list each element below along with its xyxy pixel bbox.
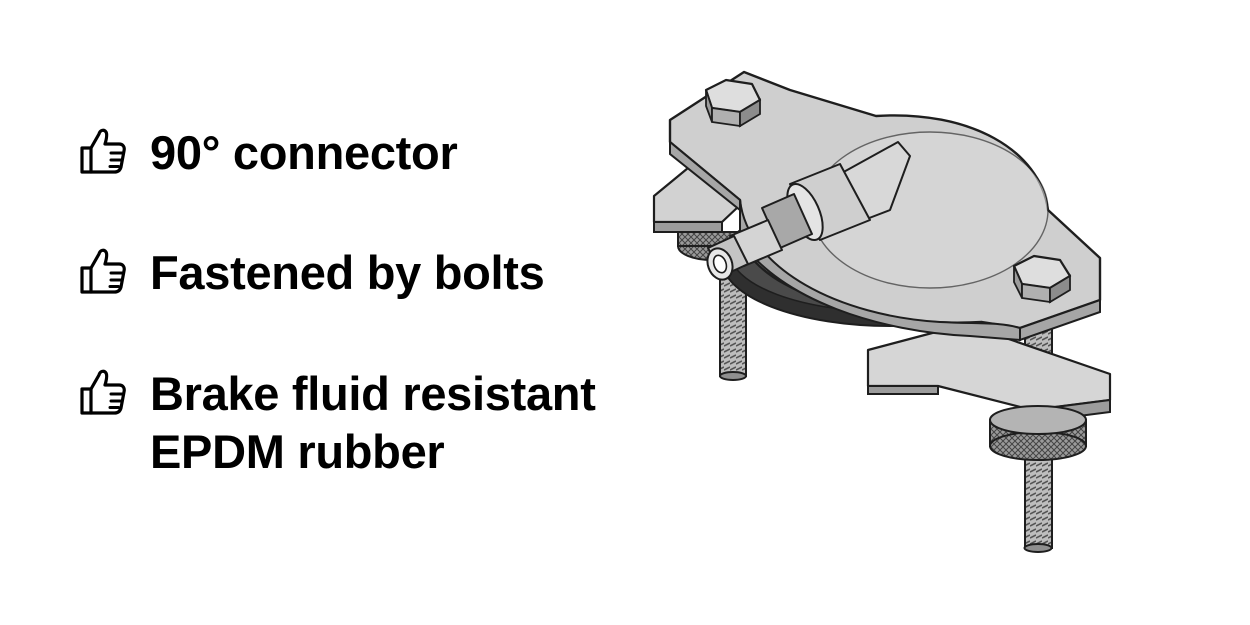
thumbs-up-icon: [80, 369, 126, 415]
feature-item: Fastened by bolts: [78, 244, 545, 302]
lower-right-clamp: [866, 330, 1112, 461]
feature-item: 90° connector: [78, 124, 458, 182]
feature-text: 90° connector: [150, 126, 458, 179]
connector-fitting: [706, 141, 911, 281]
right-bolt-head: [1012, 254, 1072, 304]
clamp-fitting-illustration: [652, 70, 1112, 553]
thumbs-up-icon: [80, 128, 126, 174]
left-bolt-head: [704, 78, 762, 128]
thumbs-up-icon: [80, 248, 126, 294]
feature-text: Brake fluid resistant EPDM rubber: [150, 367, 596, 478]
feature-text: Fastened by bolts: [150, 246, 545, 299]
feature-item: Brake fluid resistant EPDM rubber: [78, 365, 596, 481]
